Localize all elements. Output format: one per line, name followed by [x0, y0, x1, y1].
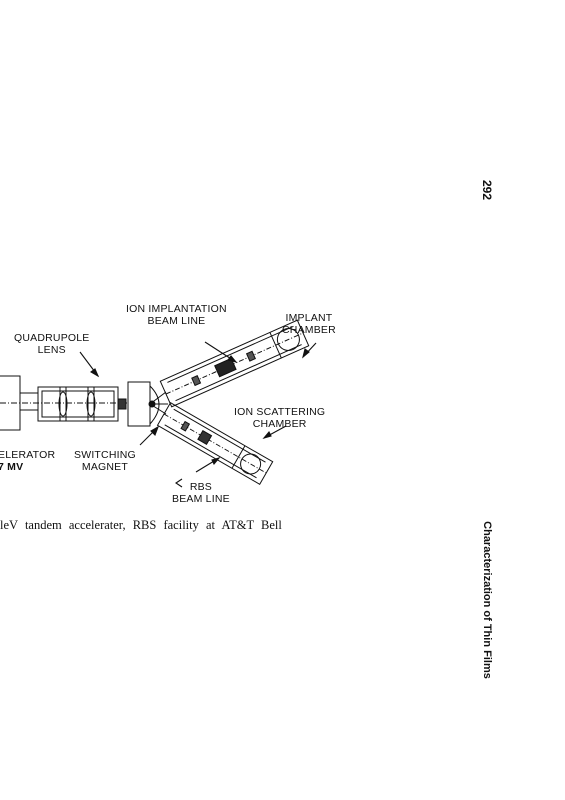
label-ion-scattering-chamber: ION SCATTERING CHAMBER — [234, 406, 326, 430]
switching-magnet — [127, 381, 168, 427]
label-rbs-beam-line: RBS BEAM LINE — [172, 481, 230, 505]
label-quadrupole-lens: QUADRUPOLE LENS — [14, 332, 90, 356]
label-implant-chamber: IMPLANT CHAMBER — [282, 312, 336, 336]
accelerator-figure: ION IMPLANTATION BEAM LINE IMPLANT CHAMB… — [0, 290, 380, 520]
label-ion-implantation-beam-line: ION IMPLANTATION BEAM LINE — [126, 303, 227, 327]
rbs-beam-line — [156, 402, 274, 485]
label-accelerator: ELERATOR 7 MV — [0, 449, 56, 473]
label-switching-magnet: SWITCHING MAGNET — [74, 449, 136, 473]
figure-drawing — [0, 319, 317, 488]
leader-arrows — [79, 341, 317, 488]
quadrupole-lens — [37, 386, 127, 422]
running-head: Characterization of Thin Films — [481, 521, 493, 679]
page-number: 292 — [480, 179, 494, 201]
figure-caption: leV tandem accelerater, RBS facility at … — [0, 518, 282, 532]
